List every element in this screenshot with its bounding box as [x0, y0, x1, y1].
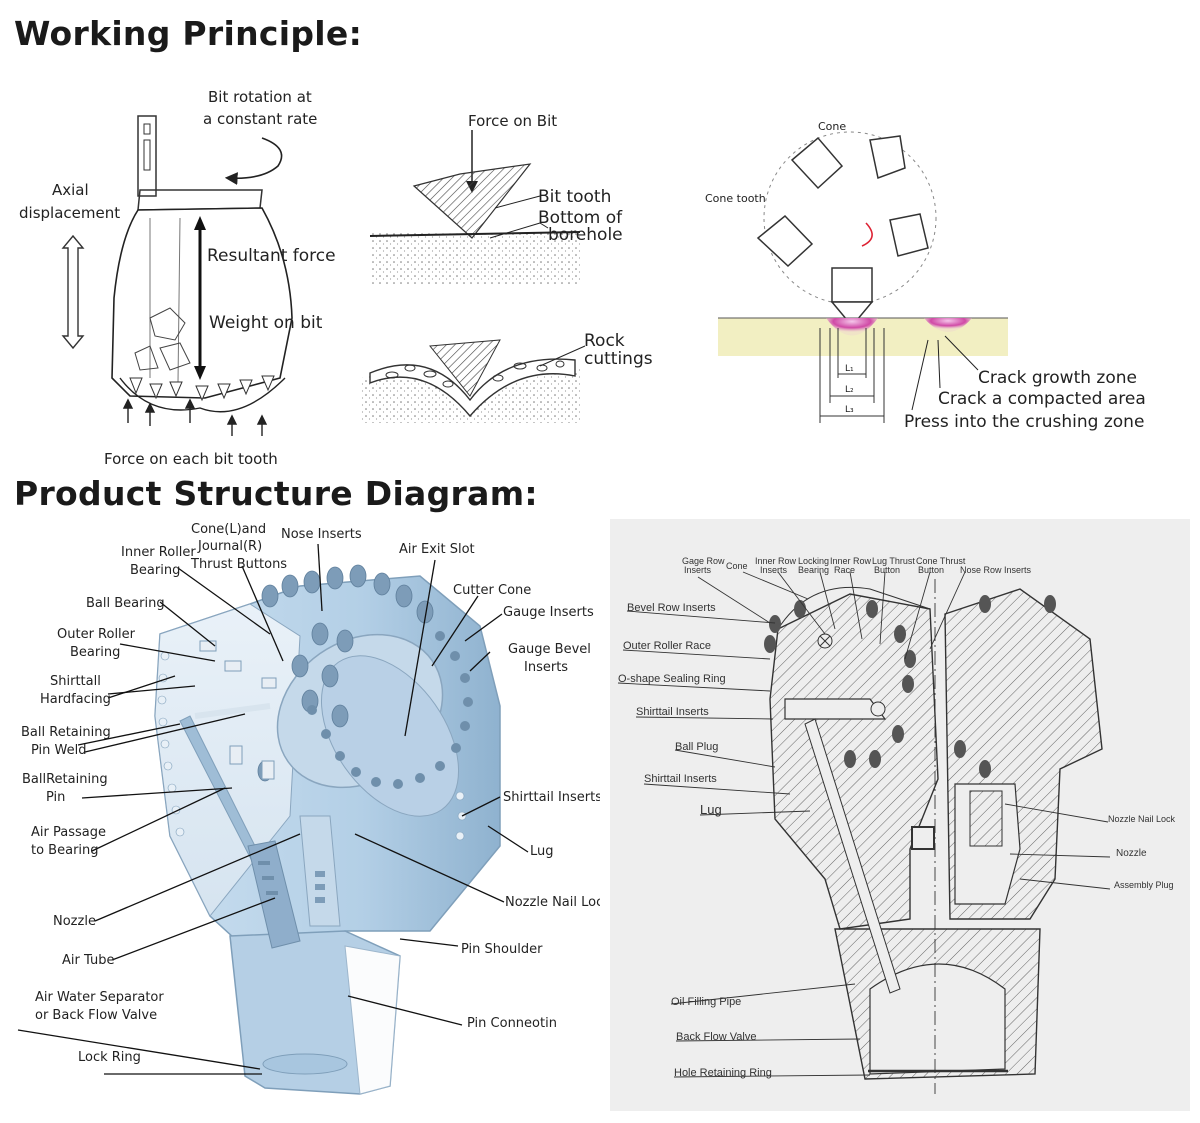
cone-crushing-illustration: Cone Cone tooth L₁ L₂ L₃ Crack growth zo… [705, 120, 1146, 432]
label-air-passage-2: to Bearing [31, 843, 99, 858]
label-weight-on-bit: Weight on bit [209, 313, 323, 333]
product-structure-leaders [17, 543, 529, 1075]
label-l1: L₁ [845, 364, 854, 374]
bit-tooth-illustration: Force on Bit Bit tooth Bottom of borehol… [369, 112, 623, 284]
label-force-on-bit: Force on Bit [468, 112, 557, 130]
label-nozzle-nail-lock: Nozzle Nail Lock [505, 895, 600, 910]
bp-label-cone-thrust-2: Button [918, 565, 944, 575]
bp-label-inner-race-2: Race [834, 565, 855, 575]
bp-label-back-flow: Back Flow Valve [676, 1031, 757, 1043]
bp-label-hole-retaining: Hole Retaining Ring [674, 1067, 772, 1079]
bp-label-inner-row-1: Inner Row [755, 556, 797, 566]
label-crack-growth: Crack growth zone [978, 368, 1137, 388]
label-cone: Cone [818, 120, 846, 133]
bp-label-oil-filling: Oil Filling Pipe [671, 996, 741, 1008]
label-ball-ret-pin-1: BallRetaining [22, 772, 108, 787]
bp-label-shirttail-1: Shirttail Inserts [636, 706, 709, 718]
bp-label-locking-1: Locking [798, 556, 829, 566]
bp-label-locking-2: Bearing [798, 565, 829, 575]
label-cone-journal-1: Cone(L)and [191, 522, 266, 537]
label-axial-2: displacement [19, 204, 120, 222]
bp-label-nozzle-nail-lock: Nozzle Nail Lock [1108, 814, 1176, 824]
label-gauge-bevel-2: Inserts [524, 660, 568, 675]
label-air-passage-1: Air Passage [31, 825, 106, 840]
bp-label-ball-plug: Ball Plug [675, 741, 718, 753]
bp-label-lug-thrust-1: Lug Thrust [872, 556, 915, 566]
label-pin-connection: Pin Conneotin [467, 1016, 557, 1031]
blueprint-drawing [764, 579, 1103, 1094]
label-cutter-cone: Cutter Cone [453, 583, 531, 598]
label-ball-ret-pin-2: Pin [46, 790, 65, 805]
label-nozzle: Nozzle [53, 914, 96, 929]
label-bit-rotation-2: a constant rate [203, 110, 317, 128]
working-principle-panel: Bit rotation at a constant rate Axial di… [0, 78, 1200, 468]
product-structure-labels: Cone(L)and Journal(R) Thrust Buttons Nos… [21, 522, 600, 1065]
bp-label-gauge-row-2: Inserts [684, 565, 712, 575]
label-inner-roller-2: Bearing [130, 563, 180, 578]
label-gauge-bevel-1: Gauge Bevel [508, 642, 591, 657]
bp-label-cone: Cone [726, 561, 748, 571]
bp-label-cone-thrust-1: Cone Thrust [916, 556, 966, 566]
bp-label-assembly-plug: Assembly Plug [1114, 880, 1174, 890]
label-l3: L₃ [845, 405, 854, 415]
label-outer-roller-2: Bearing [70, 645, 120, 660]
label-lug: Lug [530, 844, 554, 859]
label-gauge-inserts: Gauge Inserts [503, 605, 594, 620]
bp-label-nozzle: Nozzle [1116, 848, 1147, 859]
blueprint-leaders [617, 571, 1111, 1078]
heading-working-principle: Working Principle: [14, 14, 363, 53]
label-axial-1: Axial [52, 181, 89, 199]
label-press-crushing: Press into the crushing zone [904, 412, 1144, 432]
label-shirttail-inserts: Shirttail Inserts [503, 790, 600, 805]
bp-label-inner-race-1: Inner Row [830, 556, 872, 566]
drill-bit-render [154, 564, 501, 1095]
label-bottom-of-1: Bottom of [538, 208, 623, 228]
label-shirttail-hard-1: Shirttall [50, 674, 101, 689]
blueprint-panel: Gage Row Inserts Cone Inner Row Inserts … [610, 519, 1190, 1111]
bp-label-nose-row: Nose Row Inserts [960, 565, 1032, 575]
label-crack-compacted: Crack a compacted area [938, 389, 1146, 409]
label-rock-2: cuttings [584, 349, 653, 369]
label-air-tube: Air Tube [62, 953, 114, 968]
bp-label-gauge-row-1: Gage Row [682, 556, 725, 566]
bp-label-outer-race: Outer Roller Race [623, 640, 711, 652]
label-nose-inserts: Nose Inserts [281, 527, 362, 542]
label-air-exit-slot: Air Exit Slot [399, 542, 475, 557]
label-bit-rotation-1: Bit rotation at [208, 88, 312, 106]
label-lock-ring: Lock Ring [78, 1050, 141, 1065]
label-shirttail-hard-2: Hardfacing [40, 692, 111, 707]
rock-cuttings-illustration: Rock cuttings [360, 331, 653, 423]
bp-label-inner-row-2: Inserts [760, 565, 788, 575]
bp-label-lug: Lug [700, 802, 722, 817]
bit-rotation-illustration: Bit rotation at a constant rate Axial di… [19, 88, 336, 468]
bp-label-bevel-row: Bevel Row Inserts [627, 602, 716, 614]
label-bottom-of-2: borehole [548, 225, 623, 245]
bp-label-o-ring: O-shape Sealing Ring [618, 673, 726, 685]
label-bit-tooth: Bit tooth [538, 187, 611, 207]
label-resultant-force: Resultant force [207, 246, 336, 266]
label-inner-roller-1: Inner Roller [121, 545, 196, 560]
heading-product-structure: Product Structure Diagram: [14, 474, 538, 513]
label-air-water-1: Air Water Separator [35, 990, 164, 1005]
label-outer-roller-1: Outer Roller [57, 627, 136, 642]
label-ball-bearing: Ball Bearing [86, 596, 165, 611]
label-ball-ret-weld-2: Pin Weld [31, 743, 87, 758]
product-structure-panel: Cone(L)and Journal(R) Thrust Buttons Nos… [0, 516, 600, 1108]
label-air-water-2: or Back Flow Valve [35, 1008, 157, 1023]
label-l2: L₂ [845, 385, 854, 395]
label-pin-shoulder: Pin Shoulder [461, 942, 543, 957]
label-cone-journal-3: Thrust Buttons [190, 557, 287, 572]
label-cone-tooth: Cone tooth [705, 192, 766, 205]
label-rock-1: Rock [584, 331, 625, 351]
blueprint-labels: Gage Row Inserts Cone Inner Row Inserts … [618, 556, 1176, 1079]
label-cone-journal-2: Journal(R) [197, 539, 262, 554]
bp-label-shirttail-2: Shirttail Inserts [644, 773, 717, 785]
label-force-each-tooth: Force on each bit tooth [104, 450, 278, 468]
label-ball-ret-weld-1: Ball Retaining [21, 725, 111, 740]
bp-label-lug-thrust-2: Button [874, 565, 900, 575]
